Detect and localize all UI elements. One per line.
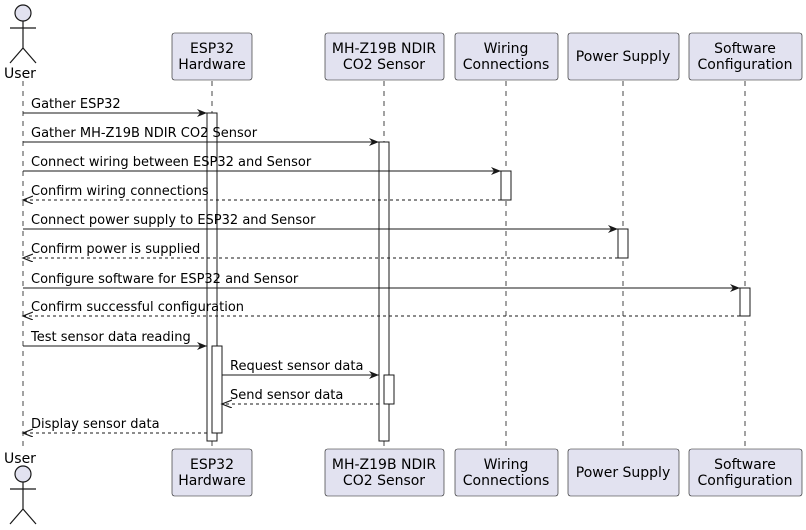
participant-box: [567, 448, 680, 497]
message-6: Confirm power is supplied: [23, 242, 618, 258]
participant-box: [454, 32, 559, 81]
actor-icon: [9, 4, 37, 64]
message-11: Send sensor data: [222, 388, 379, 404]
message-4: Confirm wiring connections: [23, 184, 501, 200]
message-12: Display sensor data: [23, 417, 207, 433]
message-label: Test sensor data reading: [30, 330, 191, 345]
message-7: Configure software for ESP32 and Sensor: [23, 272, 740, 292]
participant-box: [324, 448, 445, 497]
activation-bar-wiring: [500, 170, 512, 201]
participant-box: [171, 32, 253, 81]
participant-label: Software: [714, 41, 776, 57]
actor-user-top: User: [4, 4, 37, 82]
message-label: Gather MH-Z19B NDIR CO2 Sensor: [31, 126, 258, 141]
participant-power-bottom: Power Supply: [567, 448, 680, 497]
participant-label: Configuration: [698, 473, 793, 489]
participant-label: Software: [714, 457, 776, 473]
message-8: Confirm successful configuration: [23, 300, 740, 316]
participant-box: [171, 448, 253, 497]
actor-label: User: [4, 66, 36, 82]
participant-label: ESP32: [190, 41, 234, 57]
participant-box: [567, 32, 680, 81]
message-label: Confirm power is supplied: [31, 242, 200, 257]
activation-bar-sensor: [383, 374, 395, 405]
message-label: Configure software for ESP32 and Sensor: [31, 272, 299, 287]
participant-label: Hardware: [178, 473, 246, 489]
activation-bar-esp32: [211, 345, 223, 434]
participant-label: Connections: [463, 57, 550, 73]
actor-user-bottom: User: [4, 451, 37, 525]
participant-label: MH-Z19B NDIR: [332, 457, 437, 473]
message-label: Gather ESP32: [31, 97, 121, 112]
participant-label: Connections: [463, 473, 550, 489]
activation-bar-power: [617, 228, 629, 259]
activation-bar-esp32: [206, 112, 218, 442]
activation-bar-software: [739, 287, 751, 317]
message-2: Gather MH-Z19B NDIR CO2 Sensor: [23, 126, 379, 146]
message-label: Confirm wiring connections: [31, 184, 209, 199]
participant-label: CO2 Sensor: [343, 473, 425, 489]
participant-label: MH-Z19B NDIR: [332, 41, 437, 57]
actor-icon: [9, 465, 37, 525]
actor-label: User: [4, 451, 36, 467]
message-label: Request sensor data: [230, 359, 363, 374]
participant-box: [454, 448, 559, 497]
message-1: Gather ESP32: [23, 97, 207, 117]
participant-box: [324, 32, 445, 81]
participant-label: ESP32: [190, 457, 234, 473]
participant-label: CO2 Sensor: [343, 57, 425, 73]
participant-label: Power Supply: [576, 49, 671, 65]
message-3: Connect wiring between ESP32 and Sensor: [23, 155, 501, 175]
message-label: Display sensor data: [31, 417, 160, 432]
participant-box: [688, 448, 803, 497]
message-10: Request sensor data: [222, 359, 379, 379]
participant-label: Wiring: [484, 457, 529, 473]
message-label: Connect wiring between ESP32 and Sensor: [31, 155, 312, 170]
participant-label: Configuration: [698, 57, 793, 73]
message-label: Connect power supply to ESP32 and Sensor: [31, 213, 316, 228]
participant-power-top: Power Supply: [567, 32, 680, 81]
message-label: Confirm successful configuration: [31, 300, 244, 315]
participant-label: Hardware: [178, 57, 246, 73]
message-5: Connect power supply to ESP32 and Sensor: [23, 213, 618, 233]
participant-label: Wiring: [484, 41, 529, 57]
message-label: Send sensor data: [230, 388, 343, 403]
participant-label: Power Supply: [576, 465, 671, 481]
message-9: Test sensor data reading: [23, 330, 207, 350]
participant-box: [688, 32, 803, 81]
activation-bar-sensor: [378, 141, 390, 442]
